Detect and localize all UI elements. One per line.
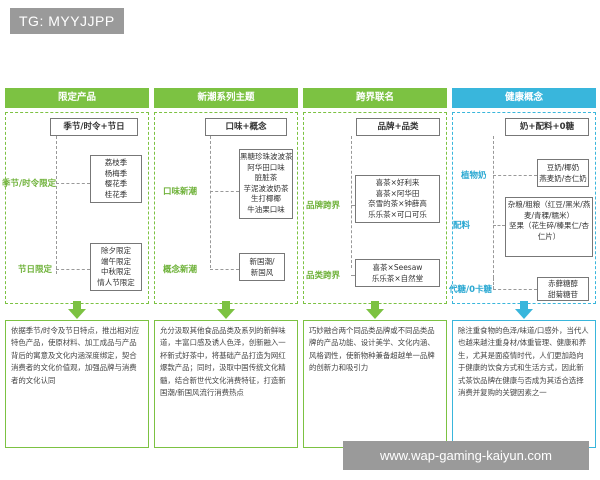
site-banner: www.wap-gaming-kaiyun.com <box>343 441 589 470</box>
list-item: 喜茶×好利来 <box>375 178 420 187</box>
group-label: 口味新潮 <box>163 187 198 197</box>
column-trend-themes: 新潮系列主题 口味+概念 口味新潮 黑糖珍珠波波茶 阿华田口味 脏脏茶 芋泥波波… <box>154 88 298 448</box>
list-item: 黑糖珍珠波波茶 <box>240 152 293 161</box>
list-item: 除夕限定 <box>101 246 131 255</box>
connector-line <box>210 269 239 270</box>
column-limited-products: 限定产品 季节/时令+节日 季节/时令限定 荔枝季 杨梅季 樱花季 桂花季 节日… <box>2 88 149 448</box>
list-item: 甜菊糖苷 <box>548 289 578 299</box>
column-description: 除注重食物的色泽/味道/口感外，当代人也越来越注重身材/体重管理、健康和养生，尤… <box>452 320 596 448</box>
connector-line <box>351 275 355 276</box>
column-panel: 奶+配料+0糖 植物奶 豆奶/椰奶 燕麦奶/杏仁奶 配料 杂粮/粗粮（红豆/黑米… <box>449 112 596 319</box>
group-label: 植物奶 <box>461 171 487 181</box>
list-item: 乐乐茶×自然堂 <box>371 273 424 283</box>
list-item: 杂粮/粗粮（红豆/黑米/燕麦/青稞/糯米） <box>507 200 591 220</box>
connector-line <box>56 183 90 184</box>
list-item: 新国潮/ <box>249 257 275 266</box>
list-item: 豆奶/椰奶 <box>546 163 580 172</box>
down-arrow-icon <box>515 301 533 319</box>
list-item: 杨梅季 <box>104 168 128 178</box>
list-item: 芋泥波波奶茶 <box>243 183 289 193</box>
item-list-box: 杂粮/粗粮（红豆/黑米/燕麦/青稞/糯米） 坚果（花生碎/榛果仁/杏仁片） <box>505 197 593 257</box>
connector-line <box>493 278 494 289</box>
list-item: 生打椰椰 <box>251 194 281 203</box>
category-box: 品牌+品类 <box>356 118 440 136</box>
list-item: 情人节限定 <box>97 277 135 287</box>
connector-line <box>351 205 355 206</box>
column-panel: 口味+概念 口味新潮 黑糖珍珠波波茶 阿华田口味 脏脏茶 芋泥波波奶茶 生打椰椰… <box>154 112 298 319</box>
list-item: 喜茶×阿华田 <box>375 188 420 198</box>
group-label: 节日限定 <box>18 265 53 275</box>
category-box: 口味+概念 <box>205 118 287 136</box>
list-item: 乐乐茶×可口可乐 <box>368 209 427 219</box>
item-list-box: 黑糖珍珠波波茶 阿华田口味 脏脏茶 芋泥波波奶茶 生打椰椰 牛油果口味 <box>239 149 293 219</box>
connector-line <box>210 191 239 192</box>
item-list-box: 喜茶×好利来 喜茶×阿华田 奈雪的茶×钟薛高 乐乐茶×可口可乐 <box>355 175 440 223</box>
list-item: 中秋限定 <box>101 267 131 276</box>
connector-line <box>351 136 352 268</box>
watermark-tag: TG: MYYJJPP <box>10 8 124 34</box>
group-label: 代糖/0卡糖 <box>449 285 493 295</box>
connector-line <box>493 289 537 290</box>
item-list-box: 新国潮/ 新国风 <box>239 253 285 281</box>
list-item: 喜茶×Seesaw <box>372 263 423 272</box>
column-header: 跨界联名 <box>303 88 447 108</box>
item-list-box: 豆奶/椰奶 燕麦奶/杏仁奶 <box>537 159 589 187</box>
item-list-box: 荔枝季 杨梅季 樱花季 桂花季 <box>90 155 142 203</box>
list-item: 桂花季 <box>104 189 128 199</box>
list-item: 奈雪的茶×钟薛高 <box>368 199 427 208</box>
list-item: 赤藓糖醇 <box>548 279 578 288</box>
column-description: 允分汲取其他食品品类及系列的新鲜味道，丰富口感及诱人色泽，创新融入一杯新式好茶中… <box>154 320 298 448</box>
list-item: 阿华田口味 <box>247 162 285 172</box>
down-arrow-icon <box>366 301 384 319</box>
category-box: 季节/时令+节日 <box>50 118 138 136</box>
group-label: 概念新潮 <box>163 265 198 275</box>
list-item: 端午限定 <box>101 256 131 266</box>
column-panel: 季节/时令+节日 季节/时令限定 荔枝季 杨梅季 樱花季 桂花季 节日限定 除夕… <box>2 112 149 319</box>
column-description: 依据季节/时令及节日特点，推出相对应特色产品，使原材料、加工成品与产品背后的寓意… <box>5 320 149 448</box>
list-item: 新国风 <box>250 267 274 277</box>
item-list-box: 除夕限定 端午限定 中秋限定 情人节限定 <box>90 243 142 291</box>
list-item: 牛油果口味 <box>247 204 285 214</box>
column-header: 限定产品 <box>5 88 149 108</box>
connector-line <box>56 269 90 270</box>
list-item: 樱花季 <box>104 179 128 188</box>
group-label: 品牌跨界 <box>306 201 341 211</box>
connector-line <box>493 175 537 176</box>
list-item: 坚果（花生碎/榛果仁/杏仁片） <box>508 221 590 241</box>
connector-line <box>56 136 57 274</box>
connector-line <box>493 225 505 226</box>
list-item: 荔枝季 <box>104 158 128 167</box>
down-arrow-icon <box>68 301 86 319</box>
list-item: 脏脏茶 <box>254 173 278 182</box>
down-arrow-icon <box>217 301 235 319</box>
list-item: 燕麦奶/杏仁奶 <box>539 173 587 183</box>
column-description: 巧妙融合两个同品类品牌或不同品类品牌的产品功能、设计美学、文化内涵、风格调性，使… <box>303 320 447 448</box>
item-list-box: 喜茶×Seesaw 乐乐茶×自然堂 <box>355 259 440 287</box>
item-list-box: 赤藓糖醇 甜菊糖苷 <box>537 277 589 301</box>
column-header: 健康概念 <box>452 88 596 108</box>
column-crossover: 跨界联名 品牌+品类 品牌跨界 喜茶×好利来 喜茶×阿华田 奈雪的茶×钟薛高 乐… <box>303 88 447 448</box>
connector-line <box>493 136 494 278</box>
group-label: 季节/时令限定 <box>2 179 57 189</box>
column-header: 新潮系列主题 <box>154 88 298 108</box>
category-box: 奶+配料+0糖 <box>505 118 589 136</box>
connector-line <box>210 136 211 268</box>
group-label: 配料 <box>453 221 471 231</box>
column-panel: 品牌+品类 品牌跨界 喜茶×好利来 喜茶×阿华田 奈雪的茶×钟薛高 乐乐茶×可口… <box>303 112 447 319</box>
column-health-concept: 健康概念 奶+配料+0糖 植物奶 豆奶/椰奶 燕麦奶/杏仁奶 配料 杂粮/粗粮（… <box>449 88 596 448</box>
group-label: 品类跨界 <box>306 271 341 281</box>
